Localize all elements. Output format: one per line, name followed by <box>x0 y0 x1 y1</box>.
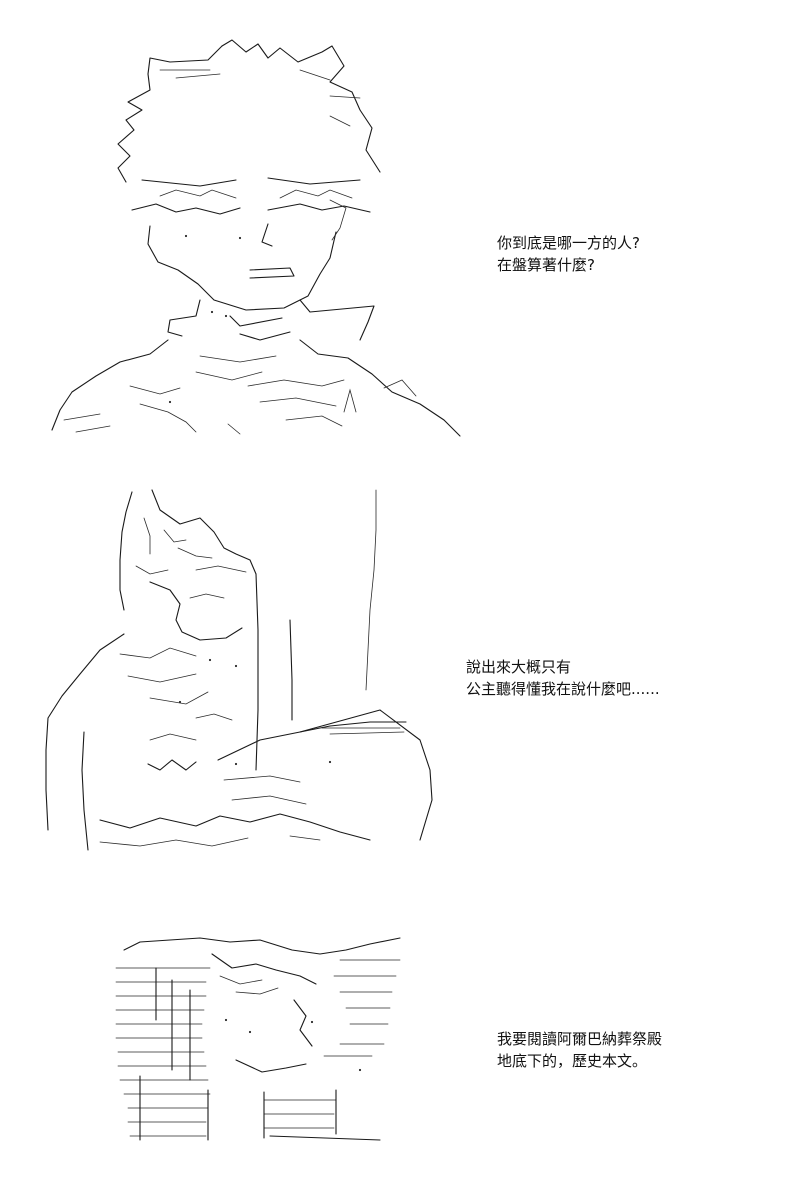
ascii-art-dense-hatching-figure <box>0 920 420 1160</box>
caption-line: 你到底是哪一方的人? <box>497 234 640 252</box>
manga-panel-1: 你到底是哪一方的人? 在盤算著什麼? <box>0 0 800 460</box>
panel-2-caption: 說出來大概只有 公主聽得懂我在說什麼吧...... <box>466 656 660 700</box>
ascii-art-character-at-table <box>0 470 460 870</box>
manga-panel-3: 我要閱讀阿爾巴納葬祭殿 地底下的，歷史本文。 <box>0 920 800 1180</box>
panel-1-caption: 你到底是哪一方的人? 在盤算著什麼? <box>497 232 640 276</box>
ascii-art-character-portrait <box>0 0 480 460</box>
caption-line: 我要閱讀阿爾巴納葬祭殿 <box>497 1030 663 1048</box>
caption-line: 地底下的，歷史本文。 <box>497 1052 648 1070</box>
caption-line: 公主聽得懂我在說什麼吧...... <box>466 680 660 698</box>
caption-line: 說出來大概只有 <box>466 658 572 676</box>
caption-line: 在盤算著什麼? <box>497 256 595 274</box>
manga-panel-2: 說出來大概只有 公主聽得懂我在說什麼吧...... <box>0 470 800 870</box>
panel-3-caption: 我要閱讀阿爾巴納葬祭殿 地底下的，歷史本文。 <box>497 1028 662 1072</box>
